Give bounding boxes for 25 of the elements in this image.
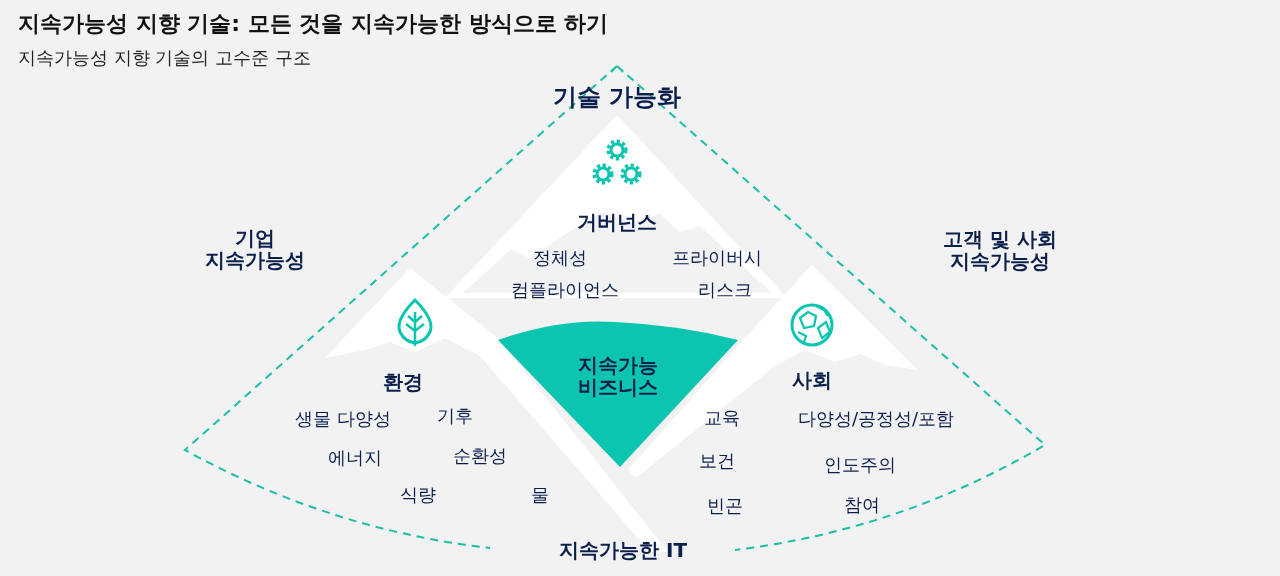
- section-label: 고객 및 사회 지속가능성: [942, 228, 1058, 272]
- item-label: 다양성/공정성/포함: [797, 408, 955, 430]
- title: 지속가능성 지향 기술: 모든 것을 지속가능한 방식으로 하기: [18, 13, 609, 35]
- item-label: 인도주의: [824, 454, 896, 476]
- section-label: 지속가능한 IT: [559, 539, 687, 561]
- section-label: 기업 지속가능성: [204, 227, 306, 271]
- item-label: 기후: [437, 405, 473, 427]
- heading: 지속가능 비즈니스: [577, 354, 659, 398]
- heading: 환경: [383, 371, 423, 393]
- item-label: 에너지: [328, 447, 382, 469]
- item-label: 물: [531, 484, 549, 506]
- item-label: 빈곤: [707, 495, 743, 517]
- item-label: 교육: [704, 407, 740, 429]
- heading: 사회: [792, 369, 832, 391]
- item-label: 순환성: [453, 445, 507, 467]
- item-label: 식량: [400, 484, 436, 506]
- item-label: 생물 다양성: [295, 408, 391, 430]
- item-label: 참여: [844, 494, 880, 516]
- item-label: 보건: [699, 450, 735, 472]
- subtitle: 지속가능성 지향 기술의 고수준 구조: [18, 47, 311, 69]
- heading: 거버넌스: [577, 211, 657, 233]
- item-label: 정체성: [533, 247, 587, 269]
- item-label: 컴플라이언스: [511, 279, 619, 301]
- item-label: 리스크: [698, 279, 752, 301]
- item-label: 프라이버시: [672, 247, 762, 269]
